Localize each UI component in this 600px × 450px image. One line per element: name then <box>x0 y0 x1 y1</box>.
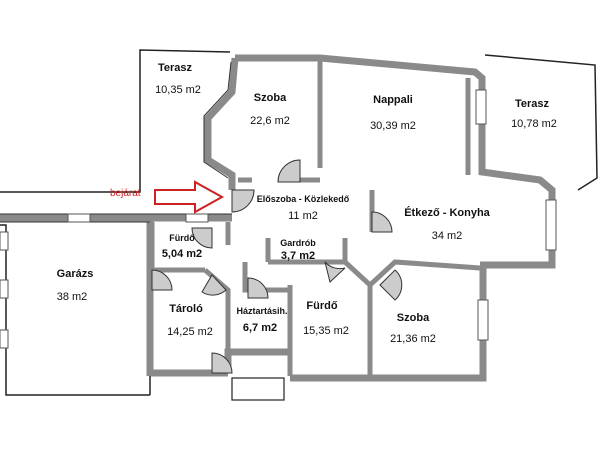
room-name-furdo-large: Fürdő <box>306 300 338 312</box>
room-area-haztartasi: 6,7 m2 <box>242 322 278 334</box>
room-name-szoba-bottom: Szoba <box>396 312 430 324</box>
room-area-szoba-bottom: 21,36 m2 <box>390 333 436 345</box>
room-area-etkezo: 34 m2 <box>431 230 463 242</box>
room-name-gardrob: Gardrób <box>280 238 316 248</box>
room-area-eloszoba: 11 m2 <box>288 210 318 222</box>
room-area-furdo-small: 5,04 m2 <box>161 248 203 260</box>
closet-box <box>231 377 285 401</box>
room-area-tarolo: 14,25 m2 <box>167 326 213 338</box>
room-area-terasz-left: 10,35 m2 <box>155 84 201 96</box>
room-area-garazs: 38 m2 <box>56 291 88 303</box>
room-area-gardrob: 3,7 m2 <box>280 250 316 262</box>
entrance-arrow <box>154 180 225 214</box>
interior-walls <box>149 58 485 376</box>
windows <box>0 89 557 349</box>
room-name-etkezo: Étkező - Konyha <box>404 207 490 219</box>
room-area-furdo-large: 15,35 m2 <box>303 325 349 337</box>
room-name-furdo-small: Fürdő <box>169 233 195 243</box>
room-name-szoba-top: Szoba <box>253 92 287 104</box>
room-name-garazs: Garázs <box>56 268 94 280</box>
room-area-terasz-right: 10,78 m2 <box>511 118 557 130</box>
terrace-outlines <box>0 49 598 193</box>
entrance-label: bejárat <box>110 188 141 199</box>
room-name-tarolo: Tároló <box>169 303 203 315</box>
room-name-haztartasi: Háztartásih. <box>236 306 288 316</box>
room-area-szoba-top: 22,6 m2 <box>250 115 290 127</box>
room-name-eloszoba: Előszoba - Közlekedő <box>256 194 350 204</box>
room-name-terasz-right: Terasz <box>514 98 550 110</box>
garage-outline <box>0 224 151 396</box>
room-name-terasz-left: Terasz <box>157 62 193 74</box>
room-name-nappali: Nappali <box>373 94 413 106</box>
room-area-nappali: 30,39 m2 <box>370 120 416 132</box>
door-swings <box>151 159 403 374</box>
